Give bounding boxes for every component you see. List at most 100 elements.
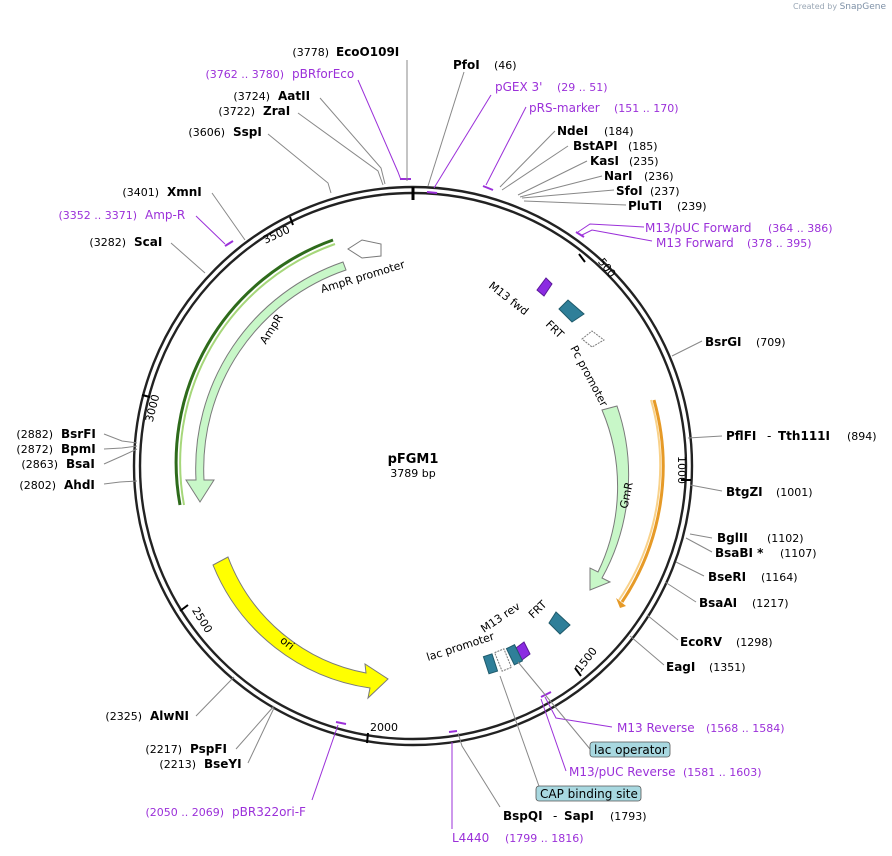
feature-name-pbr322ori-f: pBR322ori-F xyxy=(232,805,306,819)
tick-mark-1500 xyxy=(574,667,582,677)
ampr-outer-arc xyxy=(174,238,334,506)
feature-label-pc-promoter: Pc promoter xyxy=(567,343,610,409)
tick-label-3000: 3000 xyxy=(143,393,162,423)
site-name-ecorv: EcoRV xyxy=(680,635,723,649)
primer-tick-pbr322ori xyxy=(335,721,347,725)
ori-arrow xyxy=(212,556,389,700)
lac-operator-tag-box xyxy=(589,741,671,758)
site-pos-sfoi: (237) xyxy=(650,185,680,198)
site-name-ahdi: AhdI xyxy=(64,478,95,492)
connector-bglii xyxy=(689,533,713,539)
site-name-bsrgi: BsrGI xyxy=(705,335,742,349)
site-pos-bsabi: (1107) xyxy=(780,547,817,560)
feature-name-m13-forward: M13 Forward xyxy=(656,236,734,250)
primer-ticks xyxy=(224,178,585,733)
site-name-bseyi: BseYI xyxy=(204,757,242,771)
feature-pos-pbr322ori-f: (2050 .. 2069) xyxy=(145,806,224,819)
ampr-promoter-arrow xyxy=(347,239,382,259)
tick-label-1000: 1000 xyxy=(675,456,688,484)
feature-name-m13-reverse: M13 Reverse xyxy=(617,721,695,735)
connector-m13-reverse xyxy=(544,696,613,728)
site-pos-xmni: (3401) xyxy=(122,186,159,199)
lac-promoter-arrow xyxy=(493,648,513,672)
site-pos-bseyi: (2213) xyxy=(159,758,196,771)
connector-xmni xyxy=(211,192,246,241)
feature-name-m13puc-forward: M13/pUC Forward xyxy=(645,221,752,235)
site-name-bsai: BsaI xyxy=(66,457,95,471)
feature-label-frt-top: FRT xyxy=(543,318,567,341)
site-pos-aatii: (3724) xyxy=(233,90,270,103)
ampr-arrow xyxy=(185,261,347,503)
site-pos-bsai: (2863) xyxy=(21,458,58,471)
connector-alwni xyxy=(195,676,235,717)
primer-tick-amp-r xyxy=(224,240,234,247)
feature-label-ampr-promoter: AmpR promoter xyxy=(319,258,407,296)
tick-mark-3500 xyxy=(289,216,294,226)
primer-tick-pgex xyxy=(426,191,438,194)
snapgene-watermark: Created by SnapGene xyxy=(793,2,886,12)
connector-pbr322ori xyxy=(311,724,339,801)
primer-tick-m13-reverse xyxy=(540,691,552,698)
ampr-outer-arc-highlight xyxy=(179,243,336,506)
feature-pos-prs-marker: (151 .. 170) xyxy=(614,102,679,115)
connector-bsrfi xyxy=(103,433,138,444)
site-name-eagi: EagI xyxy=(666,660,695,674)
connector-sspi xyxy=(267,133,332,194)
connector-bpmi xyxy=(103,445,138,450)
lac-operator-box xyxy=(482,653,499,675)
connector-pfoi xyxy=(427,71,465,187)
site-name-pflfi: PflFI xyxy=(726,429,756,443)
connector-btgzi xyxy=(689,484,723,492)
cap-binding-tag-box xyxy=(535,785,642,802)
site-pos-bglii: (1102) xyxy=(767,532,804,545)
site-name-bpmi: BpmI xyxy=(61,442,96,456)
site-name-separator-pflfi: - xyxy=(767,429,771,443)
primer-tick-prs-marker xyxy=(482,185,494,191)
site-name-zrai: ZraI xyxy=(263,104,290,118)
site-pos-ecorv: (1298) xyxy=(736,636,773,649)
gmr-arrow xyxy=(589,405,630,591)
site-pos-alwni: (2325) xyxy=(105,710,142,723)
tick-label-2500: 2500 xyxy=(189,605,215,636)
site-pos-bstapi: (185) xyxy=(628,140,658,153)
site-name-bseri: BseRI xyxy=(708,570,746,584)
feature-pos-m13puc-forward: (364 .. 386) xyxy=(768,222,833,235)
site-pos-bsrgi: (709) xyxy=(756,336,786,349)
watermark-prefix: Created by xyxy=(793,2,838,11)
site-name-pspfi: PspFI xyxy=(190,742,227,756)
site-pos-bsrfi: (2882) xyxy=(16,428,53,441)
tick-mark-2000 xyxy=(366,732,369,744)
connector-ndei xyxy=(499,130,556,188)
connector-prs-marker xyxy=(485,106,527,186)
tick-label-1500: 1500 xyxy=(573,645,600,675)
plasmid-name: pFGM1 xyxy=(388,452,439,467)
site-pos-pluti: (239) xyxy=(677,200,707,213)
tick-label-3500: 3500 xyxy=(261,223,292,247)
connector-bspqi xyxy=(457,732,501,808)
connector-bsaai xyxy=(664,581,697,603)
site-pos-pfoi: (46) xyxy=(494,59,517,72)
watermark-brand: SnapGene xyxy=(839,2,886,12)
feature-label-gmr: GmR xyxy=(617,480,635,509)
right-connectors xyxy=(427,71,723,829)
site-pos-ndei: (184) xyxy=(604,125,634,138)
site-name-bspqi: BspQI xyxy=(503,809,543,823)
connector-bseri xyxy=(675,561,705,577)
site-name-pluti: PluTI xyxy=(628,199,662,213)
site-pos-btgzi: (1001) xyxy=(776,486,813,499)
connector-sfoi xyxy=(521,189,615,199)
feature-pos-pgex3: (29 .. 51) xyxy=(557,81,608,94)
site-pos-bseri: (1164) xyxy=(761,571,798,584)
connector-pflfi xyxy=(687,435,723,439)
site-name-scai: ScaI xyxy=(134,235,162,249)
primer-tick-m13puc-fwd xyxy=(575,231,585,238)
site-name-bstapi: BstAPI xyxy=(573,139,618,153)
site-name-separator-bspqi: - xyxy=(553,809,557,823)
site-name-bsaai: BsaAI xyxy=(699,596,737,610)
site-pos-bsaai: (1217) xyxy=(752,597,789,610)
gmr-outer-arc-highlight xyxy=(618,399,662,601)
site-name-sfoi: SfoI xyxy=(616,184,643,198)
feature-label-frt-bottom: FRT xyxy=(526,598,550,621)
site-pos-ahdi: (2802) xyxy=(19,479,56,492)
